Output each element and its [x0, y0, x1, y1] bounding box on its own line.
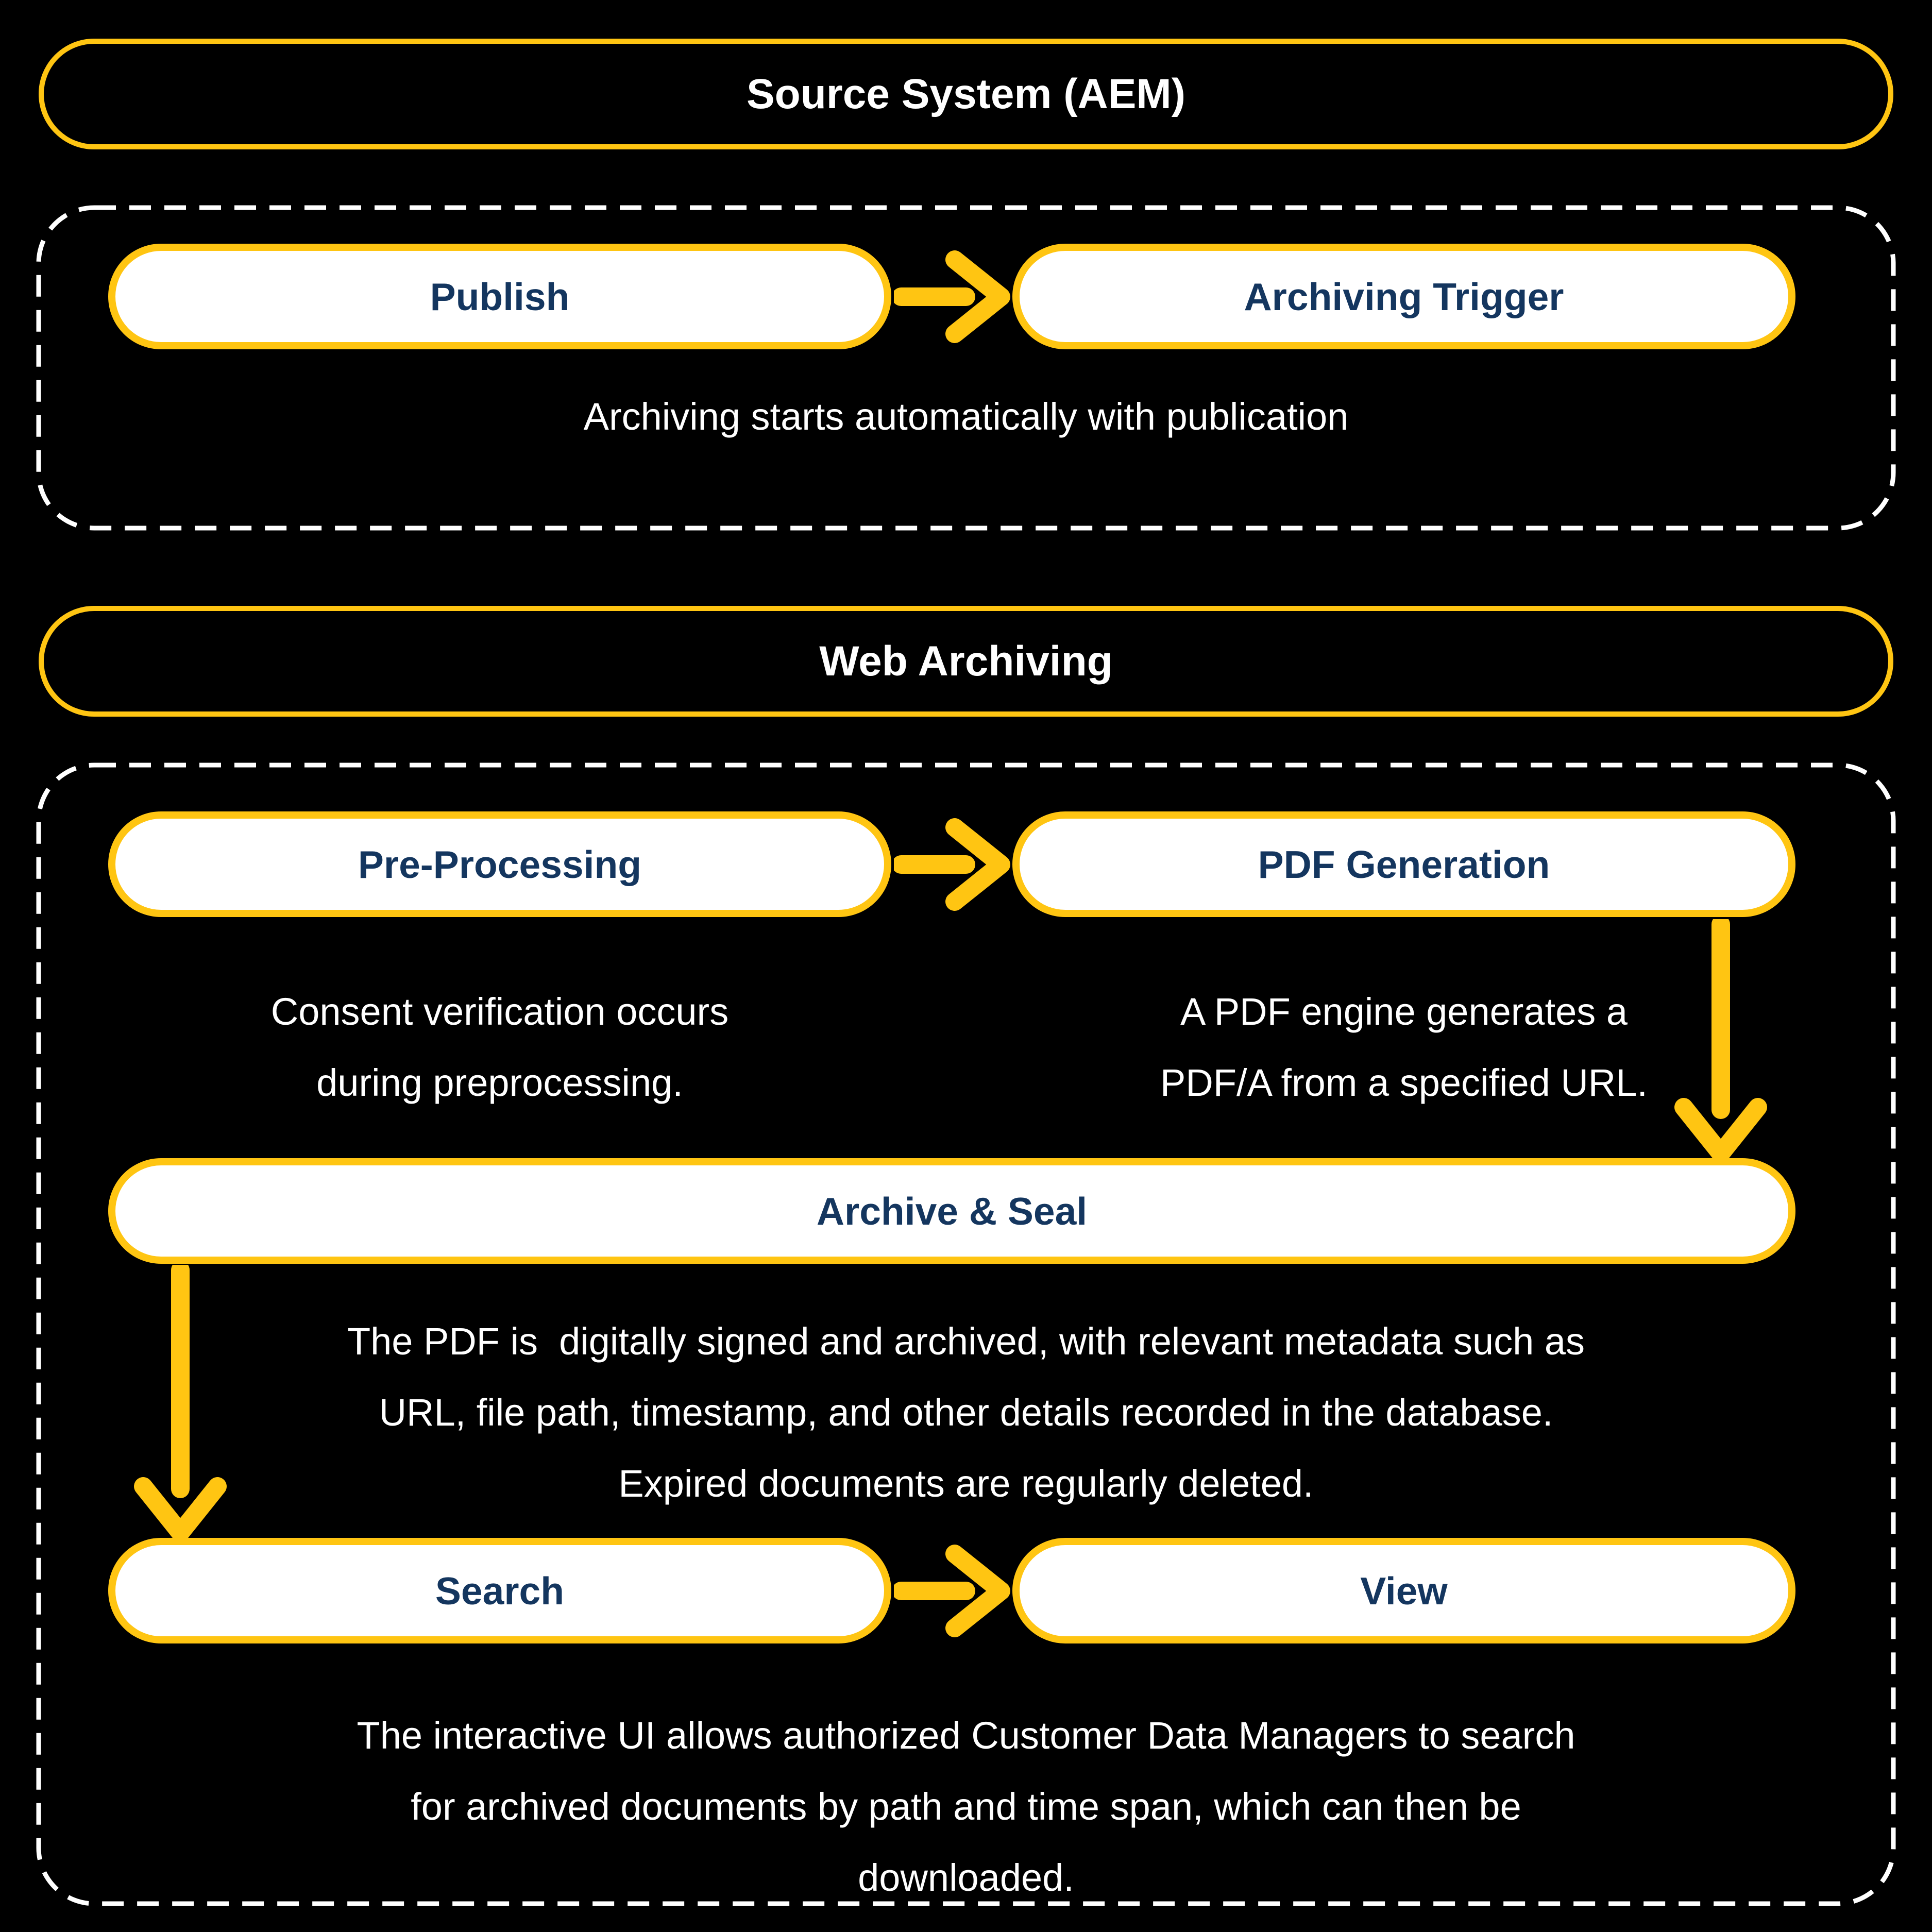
arrow-down-icon [134, 1265, 227, 1542]
note-line: A PDF engine generates a [1180, 990, 1628, 1033]
arrow-right-icon [894, 818, 1010, 911]
node-label: Archiving Trigger [1244, 275, 1564, 318]
node-label: Pre-Processing [358, 842, 642, 886]
arrow-right-icon [894, 1545, 1010, 1637]
node-label: PDF Generation [1258, 842, 1550, 886]
section-header-label: Source System (AEM) [746, 70, 1186, 117]
node-view: View [1012, 1538, 1795, 1643]
node-archiving-trigger: Archiving Trigger [1012, 244, 1795, 349]
note-line: URL, file path, timestamp, and other det… [379, 1391, 1553, 1434]
node-label: Search [435, 1569, 565, 1613]
source-system-group-border [36, 205, 1896, 531]
node-pre-processing: Pre-Processing [108, 811, 891, 917]
note-line: PDF/A from a specified URL. [1160, 1061, 1648, 1104]
node-publish: Publish [108, 244, 891, 349]
note-line: for archived documents by path and time … [411, 1785, 1521, 1828]
archive-seal-note: The PDF is digitally signed and archived… [0, 1306, 1932, 1519]
pdf-generation-note: A PDF engine generates a PDF/A from a sp… [1012, 976, 1795, 1118]
node-search: Search [108, 1538, 891, 1643]
arrow-right-icon [894, 250, 1010, 343]
node-archive-seal: Archive & Seal [108, 1158, 1795, 1264]
section-header-source-system: Source System (AEM) [39, 39, 1893, 149]
node-pdf-generation: PDF Generation [1012, 811, 1795, 917]
section-header-web-archiving: Web Archiving [39, 606, 1893, 717]
search-view-note: The interactive UI allows authorized Cus… [0, 1700, 1932, 1913]
note-line: Expired documents are regularly deleted. [618, 1462, 1314, 1505]
note-line: Archiving starts automatically with publ… [583, 395, 1349, 438]
note-line: downloaded. [858, 1856, 1074, 1899]
node-label: Publish [430, 275, 570, 318]
arrow-down-icon [1674, 919, 1767, 1161]
note-line: The PDF is digitally signed and archived… [347, 1320, 1585, 1363]
section-header-label: Web Archiving [819, 637, 1113, 685]
note-line: The interactive UI allows authorized Cus… [357, 1714, 1575, 1757]
pre-processing-note: Consent verification occurs during prepr… [108, 976, 891, 1118]
note-line: Consent verification occurs [270, 990, 729, 1033]
publish-note: Archiving starts automatically with publ… [0, 381, 1932, 452]
node-label: View [1360, 1569, 1448, 1613]
node-label: Archive & Seal [816, 1189, 1088, 1233]
note-line: during preprocessing. [316, 1061, 683, 1104]
